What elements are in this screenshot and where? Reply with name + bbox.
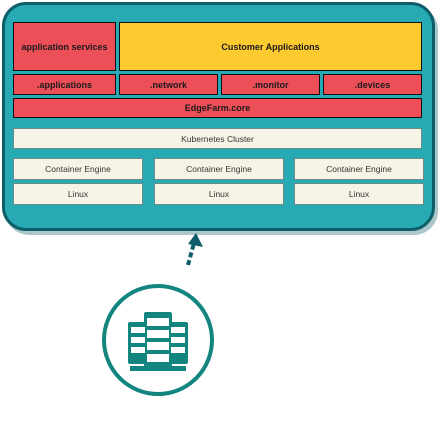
linux-label-1: Linux [67,189,89,199]
core-box: EdgeFarm.core [13,98,422,118]
linux-label-2: Linux [208,189,230,199]
core-label: EdgeFarm.core [184,103,251,113]
linux-label-3: Linux [348,189,370,199]
module-applications-label: .applications [36,79,92,90]
module-applications-box: .applications [13,74,116,95]
server-rack-icon [102,284,214,396]
module-devices-box: .devices [323,74,422,95]
module-devices-label: .devices [354,79,391,90]
up-arrow-icon [186,233,203,266]
kubernetes-cluster-box: Kubernetes Cluster [13,128,422,149]
customer-applications-box: Customer Applications [119,22,422,71]
container-engine-box-2: Container Engine [154,158,284,180]
container-engine-box-3: Container Engine [294,158,424,180]
container-engine-label-1: Container Engine [45,164,111,174]
container-engine-label-2: Container Engine [186,164,252,174]
module-monitor-label: .monitor [252,79,289,90]
module-network-box: .network [119,74,218,95]
application-services-label: application services [21,41,108,52]
linux-box-1: Linux [13,183,143,205]
linux-box-2: Linux [154,183,284,205]
module-monitor-box: .monitor [221,74,320,95]
module-network-label: .network [149,79,187,90]
linux-box-3: Linux [294,183,424,205]
customer-applications-label: Customer Applications [221,41,320,52]
application-services-box: application services [13,22,116,71]
kubernetes-cluster-label: Kubernetes Cluster [181,133,254,144]
container-engine-box-1: Container Engine [13,158,143,180]
container-engine-label-3: Container Engine [326,164,392,174]
